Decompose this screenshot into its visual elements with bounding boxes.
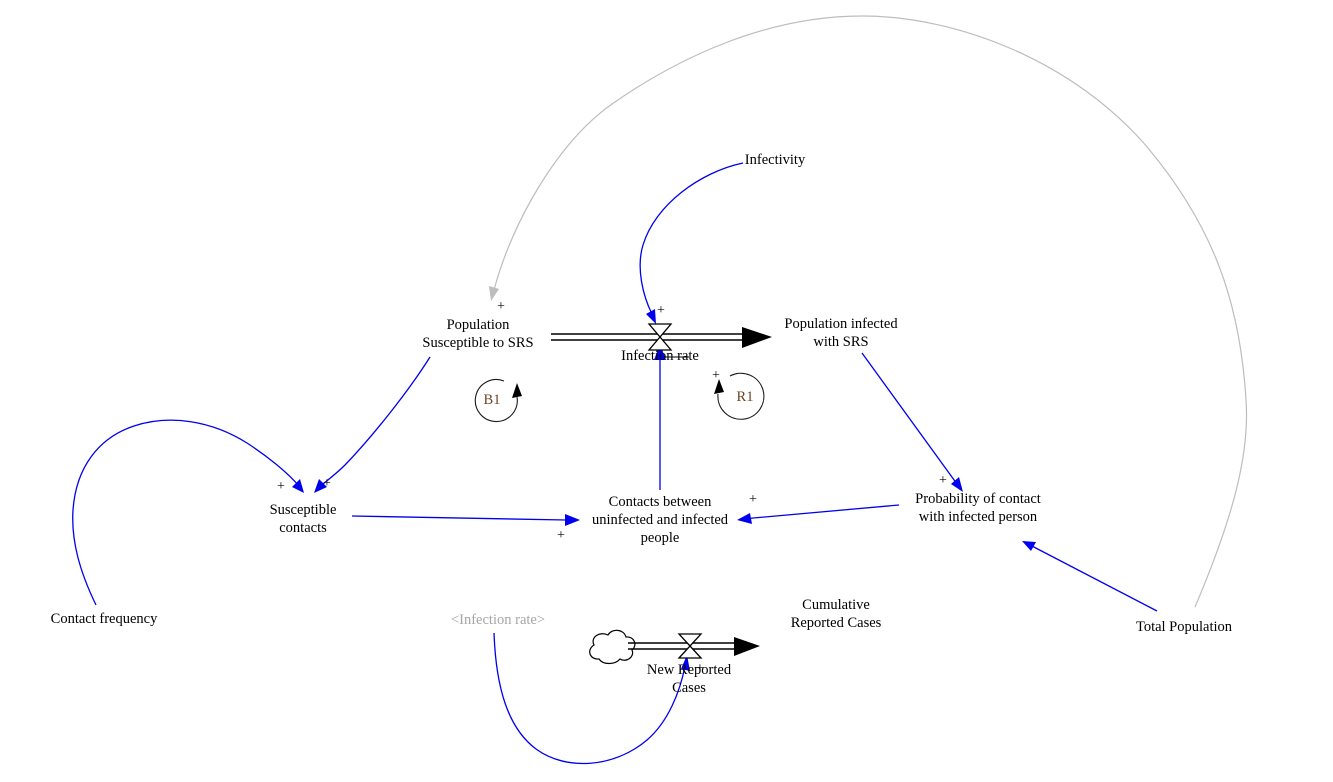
- arrow-probability-to-contacts-between: [741, 504, 900, 520]
- loop-label-r1: R1: [736, 389, 754, 405]
- blue-arrowhead-icon: [565, 514, 580, 526]
- arrow-infectivity-to-infection-rate: [639, 162, 744, 315]
- cloud-source-icon[interactable]: [589, 629, 636, 665]
- loop-b1-arrowhead-icon: [512, 383, 522, 398]
- arrow-infection-rate-shadow-to-new-reported-cases: [493, 632, 686, 765]
- blue-arrowhead-icon: [737, 513, 752, 524]
- valve-infection-rate-icon[interactable]: [647, 323, 673, 351]
- loop-label-b1: B1: [483, 392, 501, 408]
- arrow-contact-frequency-to-susceptible-contacts: [72, 419, 300, 606]
- variable-contacts-between[interactable]: Contacts between uninfected and infected…: [591, 494, 729, 546]
- blue-arrowhead-icon: [951, 477, 963, 492]
- arrow-total-population-to-population-susceptible: [493, 15, 1248, 608]
- blue-arrowhead-icon: [654, 344, 666, 360]
- arrow-population-susceptible-to-susceptible-contacts: [317, 356, 431, 489]
- polarity-susceptible-contacts: +: [557, 528, 565, 543]
- blue-arrowhead-icon: [681, 655, 690, 671]
- valve-new-reported-cases-icon[interactable]: [677, 633, 703, 659]
- polarity-population-susceptible: +: [323, 476, 331, 491]
- flow-new-reported-cases[interactable]: New Reported Cases: [646, 662, 732, 696]
- loop-r1-arrowhead-icon: [714, 379, 724, 394]
- flow-pipe-reporting: [628, 642, 736, 650]
- polarity-total-population-shadow: +: [497, 299, 505, 314]
- blue-arrowhead-icon: [1022, 541, 1036, 551]
- polarity-contacts-between: +: [712, 368, 720, 383]
- variable-susceptible-contacts[interactable]: Susceptible contacts: [269, 502, 337, 536]
- arrow-population-infected-to-probability: [861, 352, 958, 485]
- blue-arrowhead-icon: [292, 479, 304, 493]
- polarity-contact-frequency: +: [277, 479, 285, 494]
- polarity-infection-rate-shadow: +: [696, 661, 704, 676]
- flow-arrowhead-icon: [734, 637, 760, 656]
- shadow-variable-infection-rate[interactable]: <Infection rate>: [450, 612, 546, 628]
- stock-population-infected[interactable]: Population infected with SRS: [784, 316, 898, 350]
- blue-arrowhead-icon: [314, 479, 327, 493]
- polarity-probability: +: [749, 492, 757, 507]
- flow-pipe-infection: [551, 333, 744, 341]
- loop-b1-circle-icon: [474, 378, 518, 423]
- flow-infection-rate[interactable]: Infection rate: [621, 348, 699, 364]
- variable-contact-frequency[interactable]: Contact frequency: [50, 611, 158, 627]
- blue-arrowhead-icon: [646, 309, 656, 324]
- arrow-total-population-to-probability: [1029, 544, 1158, 612]
- stock-population-susceptible[interactable]: Population Susceptible to SRS: [422, 317, 534, 351]
- variable-probability-of-contact[interactable]: Probability of contact with infected per…: [915, 491, 1041, 525]
- polarity-infectivity: +: [657, 303, 665, 318]
- variable-infectivity[interactable]: Infectivity: [744, 152, 806, 168]
- arrow-susceptible-contacts-to-contacts-between: [351, 515, 567, 521]
- variable-total-population[interactable]: Total Population: [1135, 619, 1233, 635]
- gray-arrowhead-icon: [489, 286, 499, 301]
- polarity-population-infected: +: [939, 473, 947, 488]
- loop-r1-circle-icon: [717, 372, 765, 420]
- flow-arrowhead-icon: [742, 327, 772, 348]
- stock-cumulative-reported-cases[interactable]: Cumulative Reported Cases: [790, 597, 882, 631]
